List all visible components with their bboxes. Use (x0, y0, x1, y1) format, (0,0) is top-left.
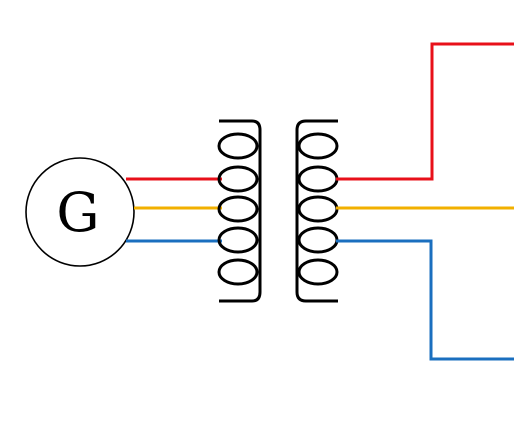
phase-c-output-line (336, 239, 514, 361)
primary-coil-loop (217, 132, 259, 160)
secondary-phase-lines (336, 42, 514, 361)
secondary-coil-loop (297, 165, 339, 193)
phase-a-output-line (336, 42, 514, 181)
primary-coil-loop (217, 226, 259, 254)
primary-coil-bracket (219, 119, 262, 303)
generator-circle (25, 157, 135, 267)
transformer-primary-coil (217, 119, 262, 303)
secondary-coil-loop (297, 132, 339, 160)
primary-phase-lines (126, 177, 222, 243)
generator-label: G (56, 181, 99, 244)
secondary-coil-loop (297, 226, 339, 254)
primary-coil-loop (217, 165, 259, 193)
primary-coil-loop (217, 195, 259, 223)
primary-coil-loop (217, 258, 259, 286)
secondary-coil-loop (297, 258, 339, 286)
generator: G (25, 157, 135, 267)
secondary-coil-loop (297, 195, 339, 223)
transformer-secondary-coil (295, 119, 339, 303)
secondary-coil-bracket (295, 119, 338, 303)
